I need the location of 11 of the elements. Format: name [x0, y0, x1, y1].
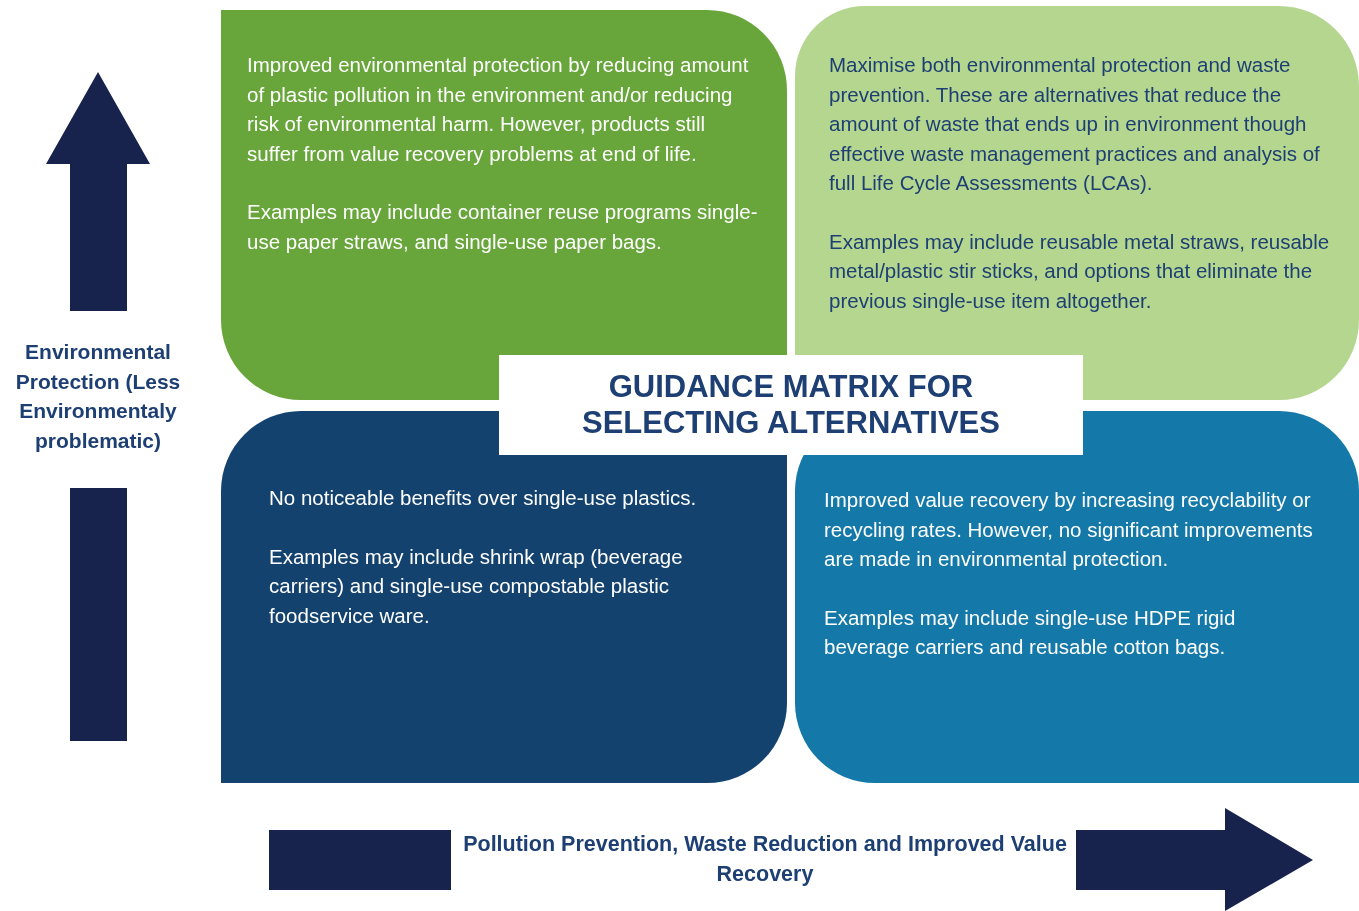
axis-label: Environmental Protection (Less Environmentaly problematic): [14, 339, 182, 454]
description-text: Examples may include reusable metal straws, reusable metal/plastic stir sticks, and options that eliminate the previous single-use item altogether.: [829, 228, 1331, 314]
description-text: Examples may include container reuse programs single-use paper straws, and single-use paper bags.: [247, 199, 759, 255]
description-text: Maximise both environmental protection and waste prevention. These are alternatives that reduce the amount of waste that ends up in environment though effective waste management practices and analysis of full Life Cycle Assessments (LCAs).: [829, 52, 1321, 196]
description-text: No noticeable benefits over single-use plastics.: [269, 485, 698, 511]
description-text: Examples may include shrink wrap (beverage carriers) and single-use compostable plastic foodservice ware.: [269, 543, 684, 629]
description-text: Examples may include single-use HDPE rigid beverage carriers and reusable cotton bags.: [824, 604, 1237, 660]
title: GUIDANCE MATRIX FOR SELECTING ALTERNATIVES: [581, 369, 1001, 441]
description-text: Improved value recovery by increasing recyclability or recycling rates. However, no significant improvements are made in environmental protection.: [824, 487, 1314, 572]
axis-label: Pollution Prevention, Waste Reduction and Improved Value Recovery: [462, 831, 1068, 888]
description-text: Improved environmental protection by reducing amount of plastic pollution in the environment and/or reducing risk of environmental harm. However, products still suffer from value recovery problems at end of life.: [247, 52, 750, 167]
